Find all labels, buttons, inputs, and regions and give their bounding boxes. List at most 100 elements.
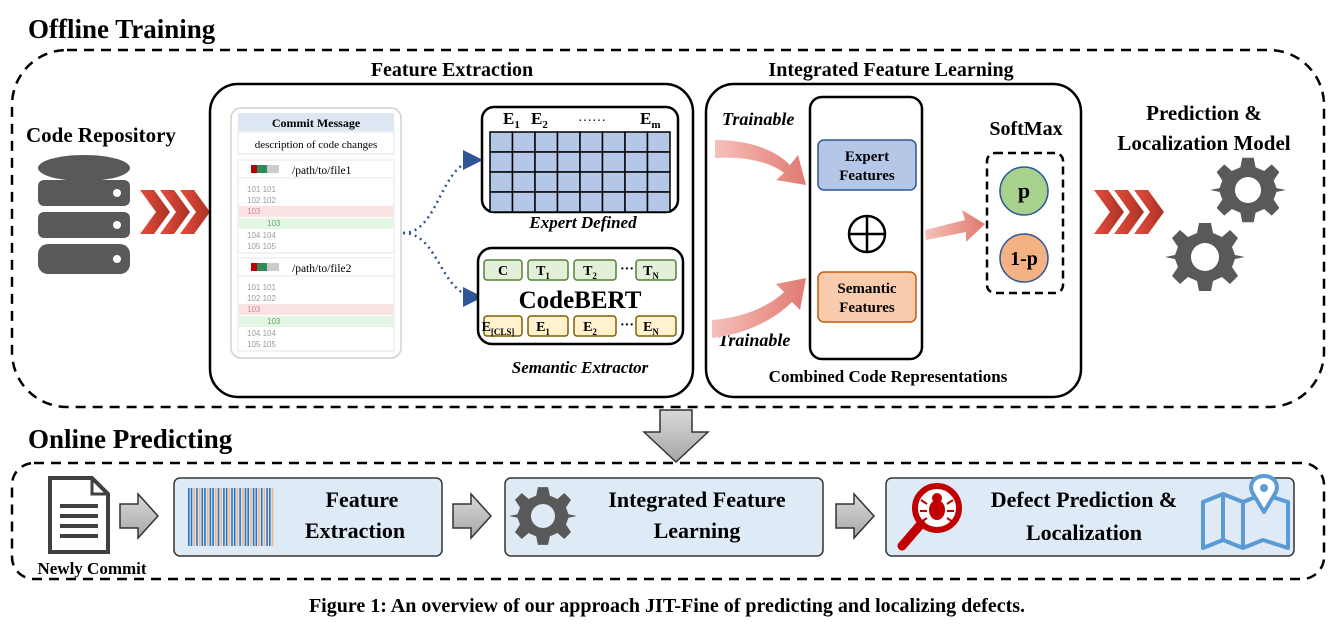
expert-grid-cell: [646, 191, 671, 213]
expert-grid-cell: [556, 151, 581, 173]
barcode-stripe: [217, 488, 220, 546]
output-ellipsis: ···: [620, 262, 634, 277]
expert-em: Em: [640, 109, 661, 131]
barcode-stripe: [255, 488, 258, 546]
file1-path: /path/to/file1: [292, 165, 352, 177]
barcode-stripe: [220, 488, 222, 546]
file1-added-line: [239, 218, 393, 229]
expert-grid-cell: [556, 171, 581, 193]
right-arrow-icon-3: [835, 492, 876, 540]
combined-representations-label: Combined Code Representations: [769, 367, 1008, 386]
commit-description: description of code changes: [255, 139, 377, 151]
online-dashed-frame: [10, 461, 1326, 581]
barcode-stripe: [269, 488, 271, 546]
file1-line-1: 101 101: [247, 185, 276, 194]
expert-grid-cell: [624, 151, 649, 173]
trainable-arrow-bottom: [712, 278, 806, 338]
input-token-box: [483, 315, 523, 337]
expert-grid-cell: [511, 151, 536, 173]
expert-grid-cell: [646, 151, 671, 173]
semantic-features-box: [817, 271, 917, 323]
barcode-stripe: [215, 488, 217, 546]
barcode-stripe: [239, 488, 241, 546]
one-minus-p-label: 1-p: [1010, 248, 1038, 270]
barcode-stripe: [223, 488, 225, 546]
trainable-bottom-label: Trainable: [718, 330, 790, 350]
barcode-stripe: [204, 488, 206, 546]
map-pin-icon: [1201, 474, 1290, 550]
trainable-top-label: Trainable: [722, 109, 794, 129]
bug-magnifier-icon: [897, 483, 962, 551]
file1-removed-line: [239, 206, 393, 217]
output-token-box: [527, 259, 569, 281]
expert-grid-cell: [489, 191, 514, 213]
expert-grid-cell: [646, 171, 671, 193]
output-token-box: [635, 259, 677, 281]
right-arrow-icon-2: [452, 492, 493, 540]
barcode-stripe: [266, 488, 268, 546]
expert-grid-cell: [511, 191, 536, 213]
expert-defined-caption: Expert Defined: [528, 213, 637, 232]
barcode-stripe: [233, 488, 236, 546]
file2-line-6: 105 105: [247, 340, 276, 349]
expert-grid-cell: [534, 131, 559, 153]
input-token: E2: [583, 320, 597, 337]
semantic-extractor-caption: Semantic Extractor: [512, 358, 649, 377]
expert-grid-cell: [511, 131, 536, 153]
offline-title: Offline Training: [28, 14, 216, 44]
online-step3-label: Defect Prediction &Localization: [991, 487, 1178, 545]
output-token-box: [573, 259, 617, 281]
file1-line-5: 104 104: [247, 231, 276, 240]
input-token: E1: [536, 320, 550, 337]
barcode-stripe: [228, 488, 231, 546]
online-title: Online Predicting: [28, 424, 233, 454]
expert-dots: ……: [578, 110, 606, 125]
input-token: E[CLS]: [482, 320, 515, 337]
file1-line-2: 102 102: [247, 196, 276, 205]
expert-grid-cell: [601, 191, 626, 213]
file2-diff-stat-red: [257, 263, 267, 271]
expert-grid-cell: [511, 171, 536, 193]
expert-grid-cell: [534, 151, 559, 173]
gear-icon: [1165, 157, 1286, 291]
expert-grid-cell: [624, 191, 649, 213]
expert-grid-cell: [489, 131, 514, 153]
barcode-stripe: [212, 488, 214, 546]
barcode-stripe: [258, 488, 260, 546]
input-token-box: [573, 315, 617, 337]
expert-grid-cell: [579, 171, 604, 193]
expert-grid-cell: [601, 151, 626, 173]
expert-grid-cell: [534, 191, 559, 213]
p-label: p: [1018, 178, 1030, 203]
barcode-stripe: [244, 488, 247, 546]
barcode-stripe: [250, 488, 252, 546]
file2-line-4: 103: [267, 317, 281, 326]
file2-line-1: 101 101: [247, 283, 276, 292]
file1-diff-stat-green: [251, 165, 257, 173]
feature-extraction-title: Feature Extraction: [371, 59, 533, 81]
expert-feature-grid: [489, 131, 671, 213]
online-step-feature-extraction: [173, 477, 443, 557]
codebert-label: CodeBERT: [519, 287, 642, 314]
expert-grid-cell: [579, 191, 604, 213]
barcode-stripe: [193, 488, 195, 546]
expert-grid-cell: [601, 131, 626, 153]
integrated-feature-learning-title: Integrated Feature Learning: [768, 59, 1013, 81]
file2-line-3: 103: [247, 305, 261, 314]
down-arrow-icon: [642, 409, 710, 464]
commit-message-header-bg: [238, 113, 394, 131]
file2-diff-stat-green: [251, 263, 257, 271]
expert-grid-cell: [556, 131, 581, 153]
file2-diff-stat-gray: [267, 263, 279, 271]
arrow-to-softmax: [925, 210, 985, 242]
concat-plus-icon: [847, 214, 887, 254]
output-token: T1: [536, 264, 550, 281]
output-token: C: [498, 264, 508, 279]
file1-diff-stat-red: [257, 165, 267, 173]
barcode-stripe: [242, 488, 244, 546]
output-token: TN: [643, 264, 659, 281]
